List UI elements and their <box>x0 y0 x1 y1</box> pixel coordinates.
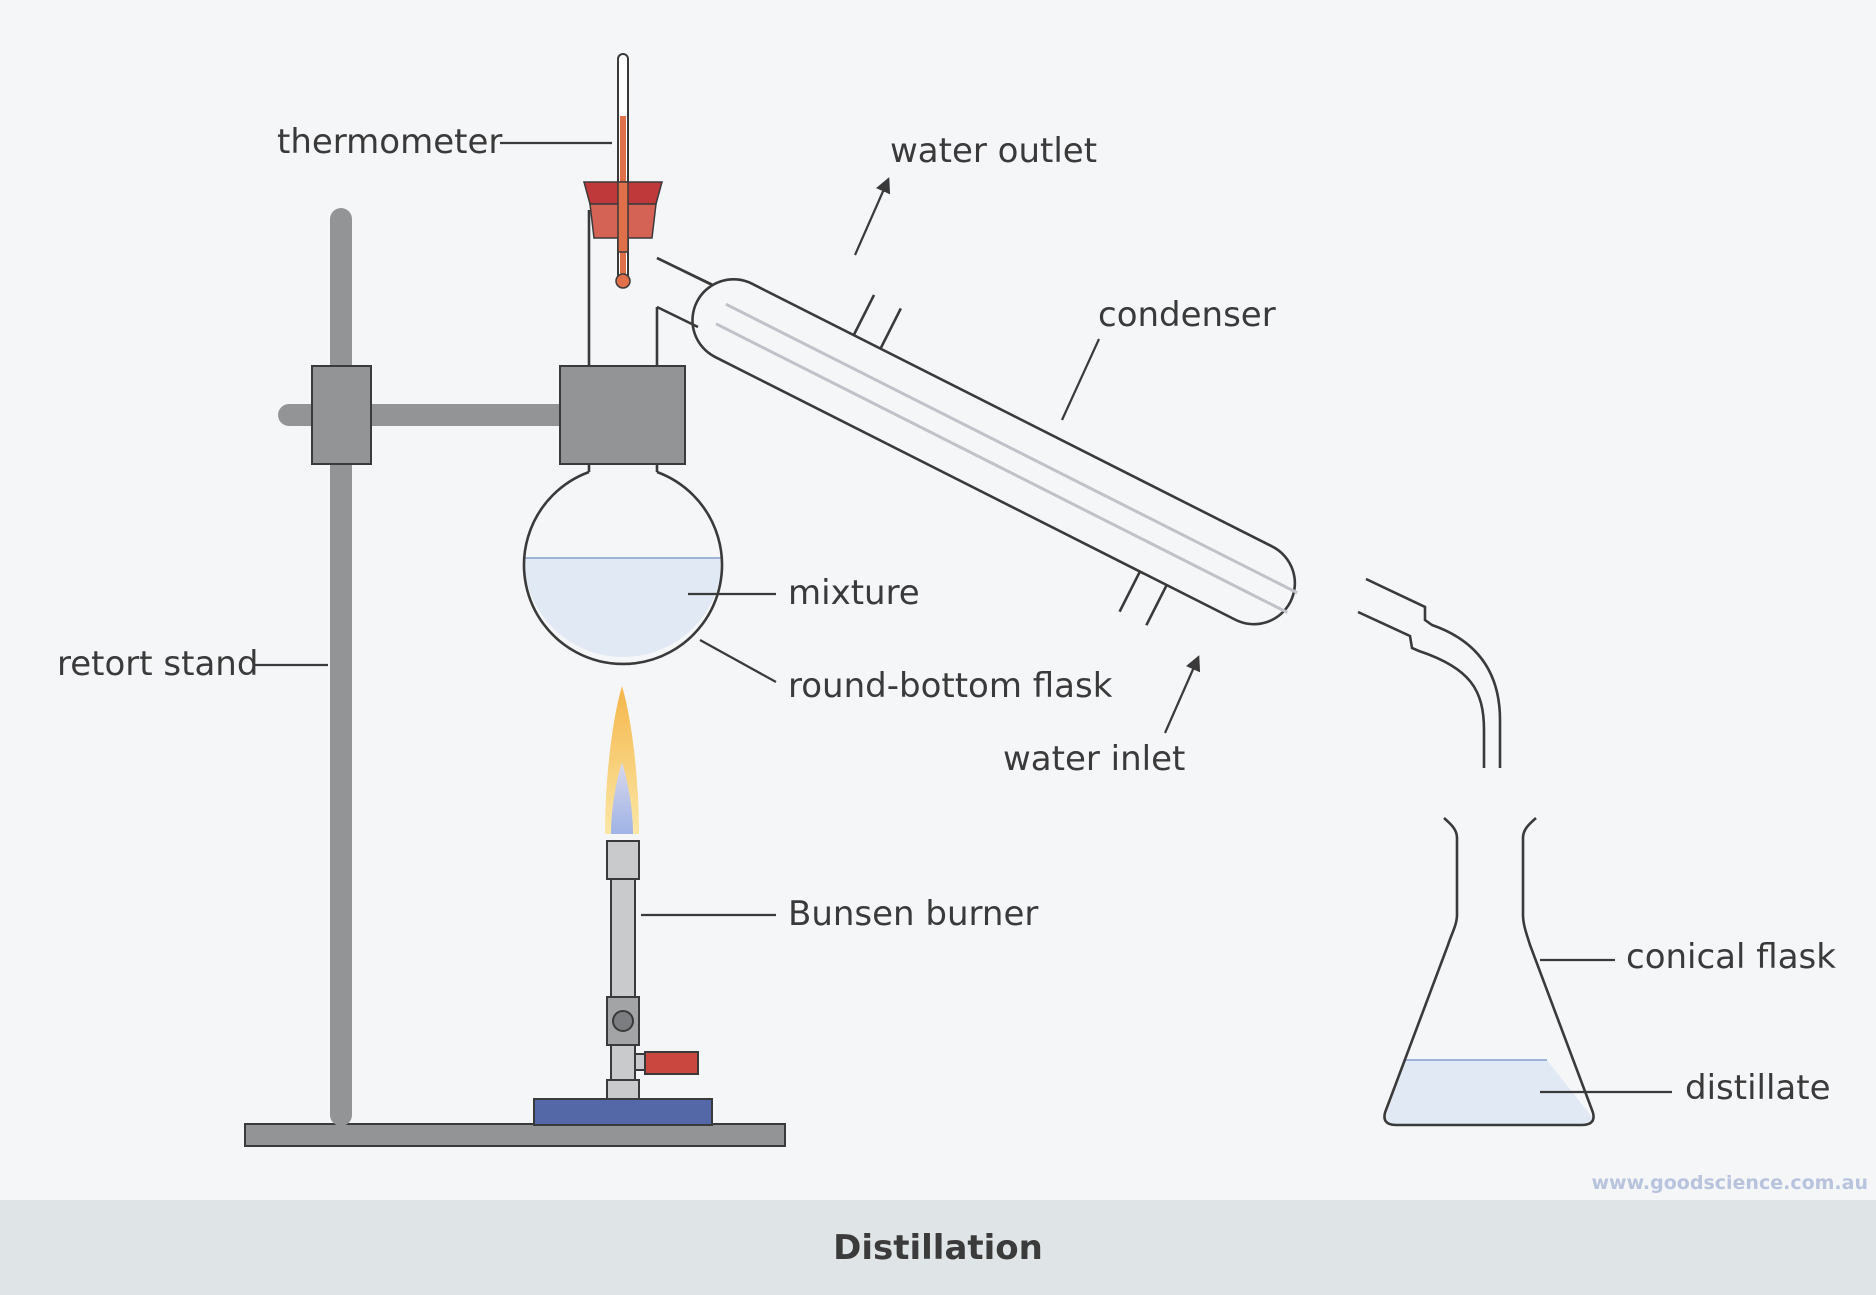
thermometer <box>615 53 631 289</box>
distillate-liquid <box>1385 1060 1593 1125</box>
leader-lines <box>255 141 1672 1094</box>
stand-rod <box>330 208 352 1126</box>
burner-base <box>533 1098 713 1126</box>
bunsen-burner <box>533 686 713 1126</box>
conical-flask <box>1383 817 1595 1127</box>
boss-clamp <box>311 365 372 465</box>
label-water-outlet: water outlet <box>890 131 1097 171</box>
round-bottom-flask <box>522 210 724 666</box>
retort-stand <box>244 208 786 1147</box>
stand-base <box>244 1123 786 1147</box>
mixture-liquid <box>524 558 722 657</box>
delivery-tube <box>656 256 1502 768</box>
label-thermometer: thermometer <box>277 122 502 162</box>
caption-bar: Distillation <box>0 1200 1876 1295</box>
label-condenser: condenser <box>1098 295 1276 335</box>
flame-icon <box>605 686 639 834</box>
label-round-bottom-flask: round-bottom flask <box>788 666 1113 706</box>
arrow-up-icon <box>853 177 891 256</box>
label-distillate: distillate <box>1685 1068 1831 1108</box>
condenser <box>691 278 1298 626</box>
label-mixture: mixture <box>788 573 920 613</box>
label-conical-flask: conical flask <box>1626 937 1836 977</box>
arrow-up-icon <box>1163 655 1201 734</box>
label-bunsen-burner: Bunsen burner <box>788 894 1038 934</box>
label-water-inlet: water inlet <box>1003 739 1185 779</box>
condenser-jacket <box>691 278 1297 626</box>
diagram-title: Distillation <box>833 1227 1043 1268</box>
gas-tap <box>644 1051 699 1075</box>
watermark: www.goodscience.com.au <box>1591 1172 1868 1194</box>
flask-clamp <box>559 365 686 465</box>
label-retort-stand: retort stand <box>57 644 258 684</box>
stopper <box>583 181 663 253</box>
